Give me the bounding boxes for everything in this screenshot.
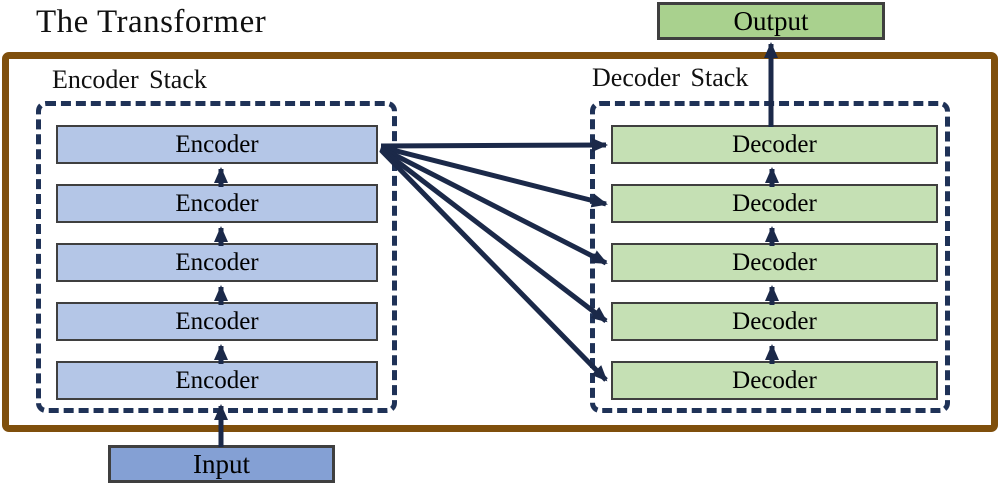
decoder-label-1: Decoder xyxy=(732,131,817,158)
decoder-label-5: Decoder xyxy=(732,367,817,394)
encoder-box-1: Encoder xyxy=(56,125,378,164)
decoder-label-2: Decoder xyxy=(732,190,817,217)
decoder-label-3: Decoder xyxy=(732,249,817,276)
output-label: Output xyxy=(733,5,809,36)
decoder-box-5: Decoder xyxy=(611,361,938,400)
encoder-stack-label: Encoder Stack xyxy=(52,65,207,94)
output-box: Output xyxy=(657,2,885,40)
encoder-label-4: Encoder xyxy=(175,308,259,335)
encoder-label-5: Encoder xyxy=(175,367,259,394)
encoder-box-2: Encoder xyxy=(56,184,378,223)
encoder-label-2: Encoder xyxy=(175,190,259,217)
encoder-box-4: Encoder xyxy=(56,302,378,341)
encoder-label-3: Encoder xyxy=(175,249,259,276)
input-box: Input xyxy=(108,445,335,483)
decoder-box-4: Decoder xyxy=(611,302,938,341)
decoder-label-4: Decoder xyxy=(732,308,817,335)
input-label: Input xyxy=(193,448,250,479)
decoder-stack-label: Decoder Stack xyxy=(592,63,749,92)
encoder-box-5: Encoder xyxy=(56,361,378,400)
encoder-box-3: Encoder xyxy=(56,243,378,282)
decoder-box-1: Decoder xyxy=(611,125,938,164)
encoder-label-1: Encoder xyxy=(175,131,259,158)
transformer-frame xyxy=(2,52,998,432)
decoder-box-3: Decoder xyxy=(611,243,938,282)
decoder-box-2: Decoder xyxy=(611,184,938,223)
diagram-title: The Transformer xyxy=(36,4,267,40)
